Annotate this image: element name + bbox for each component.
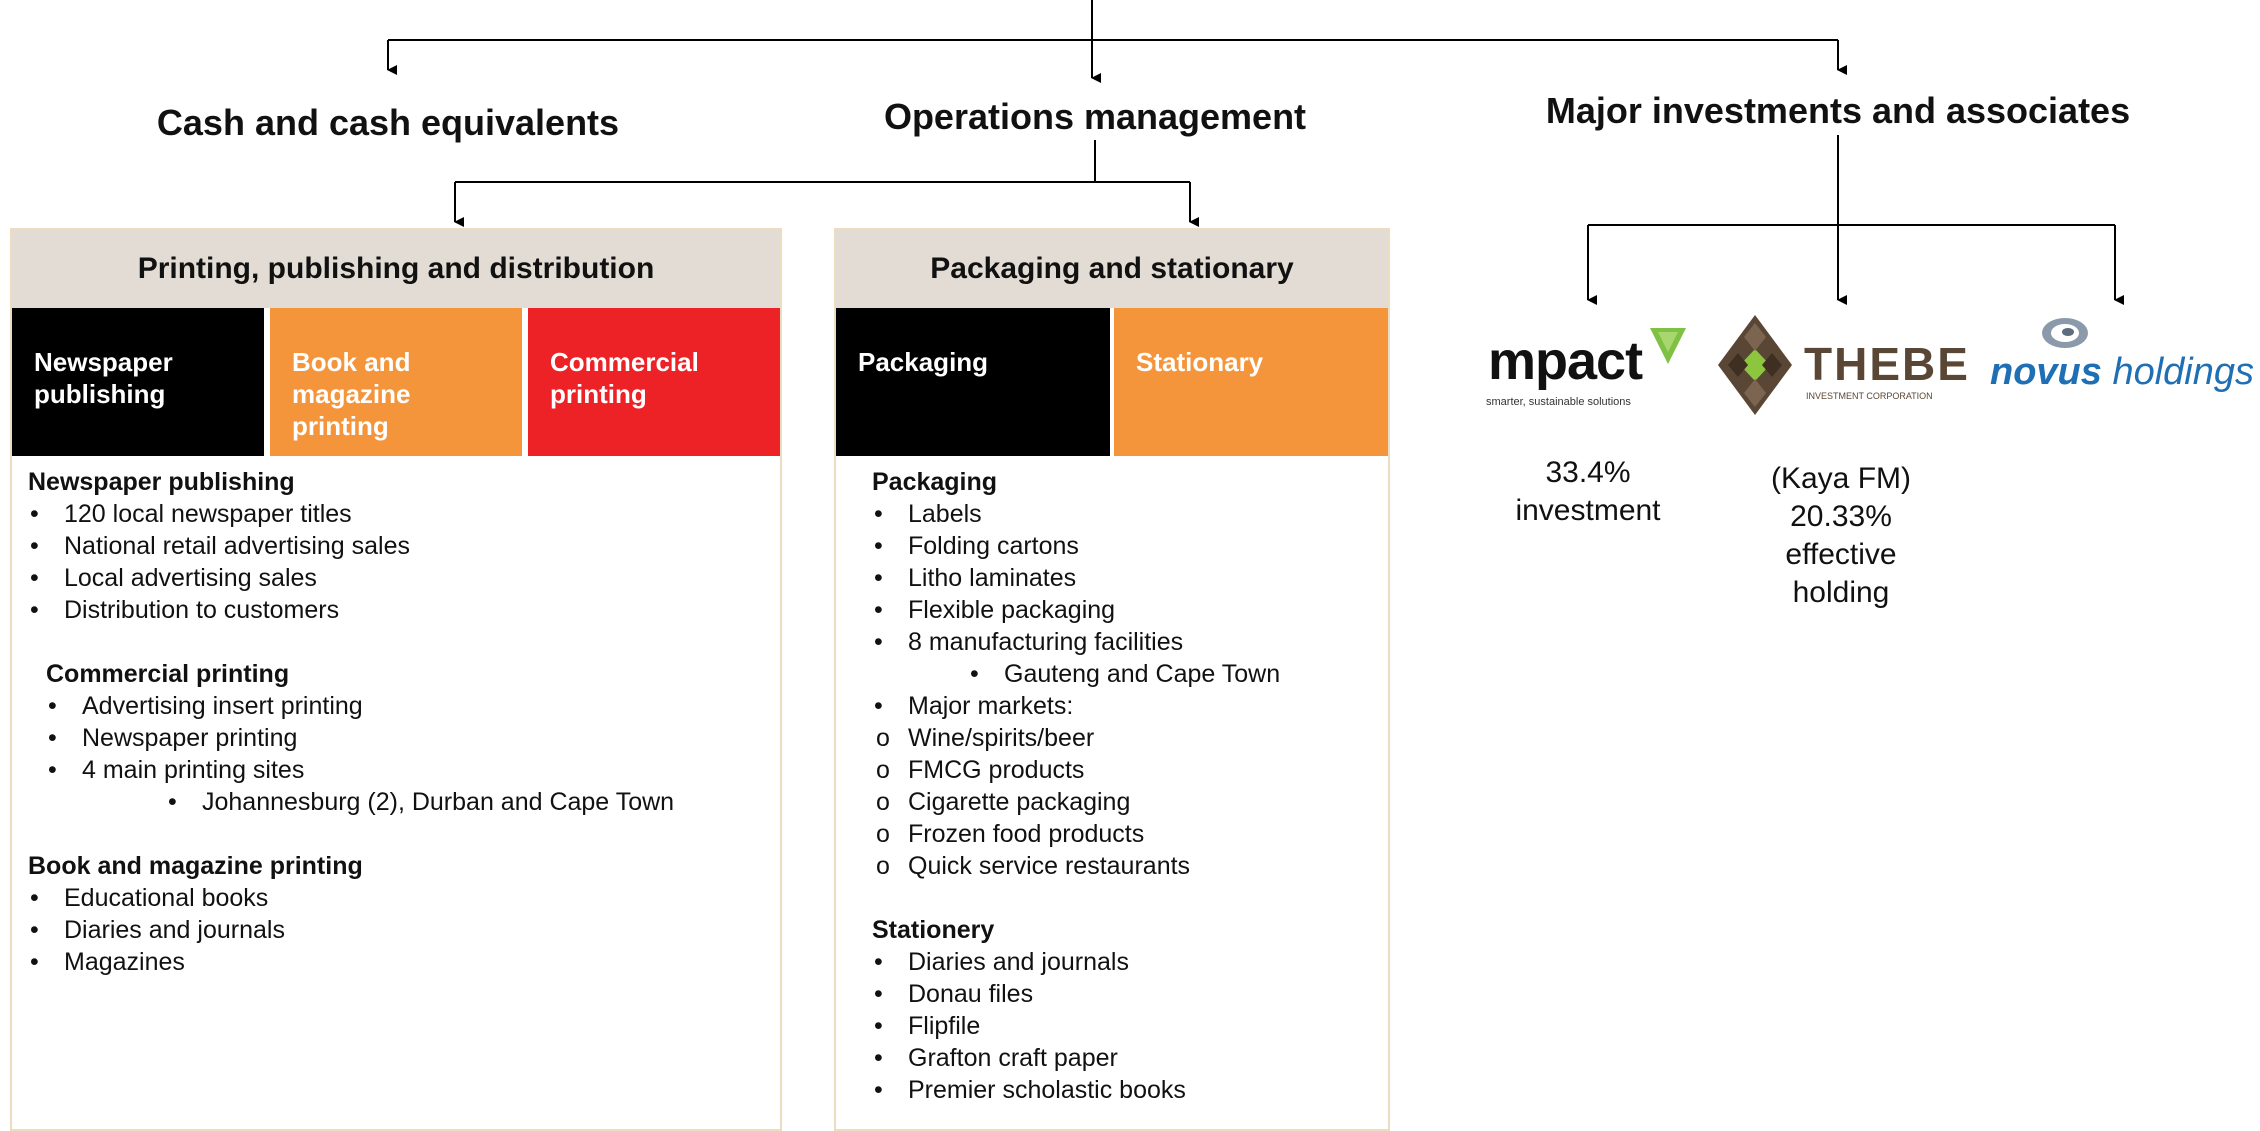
list-item: Diaries and journals — [872, 946, 1378, 978]
list-item: Educational books — [28, 882, 770, 914]
list-item: Grafton craft paper — [872, 1042, 1378, 1074]
list-item: Quick service restaurants — [872, 850, 1378, 882]
tile-newspaper-publishing-label: Newspaper publishing — [34, 347, 173, 409]
thebe-diamond-icon — [1718, 315, 1792, 415]
list-item: Litho laminates — [872, 562, 1378, 594]
heading-cash: Cash and cash equivalents — [156, 102, 620, 143]
list-item: Frozen food products — [872, 818, 1378, 850]
mpact-leaf-icon — [1650, 328, 1686, 364]
list-item: FMCG products — [872, 754, 1378, 786]
list-item: Magazines — [28, 946, 770, 978]
list-newspaper: 120 local newspaper titles National reta… — [28, 498, 770, 626]
tile-newspaper-publishing: Newspaper publishing — [12, 308, 264, 456]
list-item: Distribution to customers — [28, 594, 770, 626]
tile-book-magazine-printing: Book and magazine printing — [270, 308, 522, 456]
packaging-panel: Packaging and stationary Packaging Stati… — [834, 228, 1390, 1131]
list-packaging: Labels Folding cartons Litho laminates F… — [872, 498, 1378, 658]
list-item: 4 main printing sites — [46, 754, 770, 786]
mpact-value: 33.4% investment — [1515, 456, 1661, 527]
list-book-magazine: Educational books Diaries and journals M… — [28, 882, 770, 978]
tile-stationary: Stationary — [1114, 308, 1388, 456]
list-item: Johannesburg (2), Durban and Cape Town — [166, 786, 770, 818]
list-item: Advertising insert printing — [46, 690, 770, 722]
novus-logo-text-rest: holdings — [2101, 351, 2255, 393]
list-item: Wine/spirits/beer — [872, 722, 1378, 754]
list-item: Gauteng and Cape Town — [968, 658, 1378, 690]
section-title-book-magazine: Book and magazine printing — [28, 852, 363, 880]
novus-logo-text-bold: novus — [1990, 351, 2102, 393]
list-item: Cigarette packaging — [872, 786, 1378, 818]
list-item: Newspaper printing — [46, 722, 770, 754]
printing-panel: Printing, publishing and distribution Ne… — [10, 228, 782, 1131]
novus-logo: novus holdings — [1990, 315, 2254, 405]
tile-stationary-label: Stationary — [1136, 347, 1264, 377]
packaging-content: Packaging Labels Folding cartons Litho l… — [872, 466, 1378, 1106]
mpact-logo: mpact smarter, sustainable solutions — [1486, 320, 1686, 420]
list-printing-sites: Johannesburg (2), Durban and Cape Town — [166, 786, 770, 818]
novus-swirl-icon — [2042, 318, 2088, 348]
printing-tiles: Newspaper publishing Book and magazine p… — [12, 308, 780, 456]
list-item: Local advertising sales — [28, 562, 770, 594]
list-item: Major markets: — [872, 690, 1378, 722]
list-item: Flipfile — [872, 1010, 1378, 1042]
heading-investments: Major investments and associates — [1545, 90, 2131, 131]
thebe-logo: THEBE INVESTMENT CORPORATION — [1718, 315, 1968, 415]
tile-packaging-label: Packaging — [858, 347, 989, 377]
list-commercial: Advertising insert printing Newspaper pr… — [46, 690, 770, 786]
list-item: Labels — [872, 498, 1378, 530]
thebe-tagline: INVESTMENT CORPORATION — [1806, 391, 1933, 401]
list-item: Premier scholastic books — [872, 1074, 1378, 1106]
list-item: 8 manufacturing facilities — [872, 626, 1378, 658]
list-facilities-sub: Gauteng and Cape Town — [968, 658, 1378, 690]
heading-operations: Operations management — [883, 96, 1307, 137]
list-markets-label: Major markets: — [872, 690, 1378, 722]
list-item: 120 local newspaper titles — [28, 498, 770, 530]
packaging-tiles: Packaging Stationary — [836, 308, 1388, 456]
list-item: Donau files — [872, 978, 1378, 1010]
section-title-commercial: Commercial printing — [46, 660, 290, 688]
list-item: Flexible packaging — [872, 594, 1378, 626]
printing-panel-title: Printing, publishing and distribution — [12, 230, 780, 308]
list-markets: Wine/spirits/beer FMCG products Cigarett… — [872, 722, 1378, 882]
mpact-tagline: smarter, sustainable solutions — [1486, 396, 1631, 408]
mpact-logo-text: mpact — [1488, 331, 1643, 391]
thebe-value: (Kaya FM) 20.33% effective holding — [1770, 462, 1911, 609]
tile-commercial-printing-label: Commercial printing — [550, 347, 699, 409]
list-item: Folding cartons — [872, 530, 1378, 562]
list-item: National retail advertising sales — [28, 530, 770, 562]
printing-content: Newspaper publishing 120 local newspaper… — [28, 466, 770, 978]
thebe-logo-text: THEBE — [1804, 338, 1970, 390]
list-item: Diaries and journals — [28, 914, 770, 946]
section-title-newspaper: Newspaper publishing — [28, 468, 295, 496]
tile-packaging: Packaging — [836, 308, 1110, 456]
section-title-stationery: Stationery — [872, 916, 995, 944]
packaging-panel-title: Packaging and stationary — [836, 230, 1388, 308]
tile-book-magazine-printing-label: Book and magazine printing — [292, 347, 411, 441]
tile-commercial-printing: Commercial printing — [528, 308, 780, 456]
section-title-packaging: Packaging — [872, 468, 998, 496]
novus-logo-text: novus holdings — [1990, 351, 2254, 394]
list-stationery: Diaries and journals Donau files Flipfil… — [872, 946, 1378, 1106]
